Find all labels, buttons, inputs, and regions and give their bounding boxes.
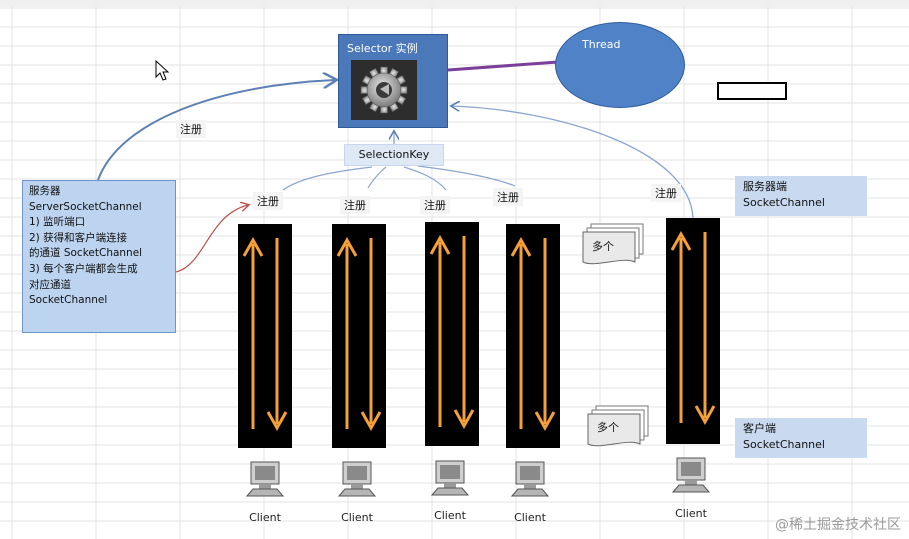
computer-icon-2 [338, 461, 376, 497]
server-line-6: 3) 每个客户端都会生成 [29, 262, 138, 275]
multi-label-bottom: 多个 [597, 421, 619, 434]
register-curve-right [452, 106, 694, 219]
multi-label-top: 多个 [592, 240, 614, 253]
server-line-7: 对应通道 [29, 278, 71, 291]
selected-cell[interactable] [717, 82, 787, 100]
computer-icon-4 [511, 461, 549, 497]
computer-icon-1 [246, 461, 284, 497]
channel-3 [425, 222, 479, 446]
server-line-4: 2) 获得和客户端连接 [29, 231, 128, 244]
server-line-5: 的通道 SocketChannel [29, 247, 143, 260]
multi-docs-icon-bottom [587, 405, 649, 447]
client-side-label: 客户端 SocketChannel [735, 418, 867, 458]
register-label-4: 注册 [493, 188, 523, 206]
watermark: @稀土掘金技术社区 [775, 517, 901, 533]
gear-icon [360, 66, 408, 114]
thread-ellipse: Thread [555, 22, 685, 108]
cursor-arrow-icon [155, 60, 170, 81]
selector-thread-link [447, 60, 559, 72]
server-line-2: ServerSocketChannel [29, 200, 142, 213]
channel-1 [238, 224, 292, 448]
selector-title: Selector 实例 [347, 42, 418, 55]
multi-docs-icon-top [582, 223, 644, 265]
thread-label: Thread [582, 38, 621, 51]
computer-icon-3 [431, 460, 469, 496]
server-line-1: 服务器 [29, 185, 61, 197]
register-label-1: 注册 [253, 192, 283, 210]
client-side-line1: 客户端 [743, 422, 776, 435]
register-label-5: 注册 [651, 184, 681, 202]
server-description-box: 服务器 ServerSocketChannel 1) 监听端口 2) 获得和客户… [22, 180, 176, 333]
register-label-2: 注册 [340, 196, 370, 214]
server-side-line2: SocketChannel [743, 196, 825, 209]
channel-2 [332, 224, 386, 448]
client-side-line2: SocketChannel [743, 438, 825, 451]
server-line-3: 1) 监听端口 [29, 216, 86, 229]
client-label-2: Client [341, 511, 373, 524]
server-line-8: SocketChannel [29, 294, 108, 307]
server-side-line1: 服务器端 [743, 180, 787, 193]
register-label-server: 注册 [176, 120, 206, 138]
client-label-5: Client [675, 507, 707, 520]
channel-5 [666, 218, 720, 444]
register-label-3: 注册 [420, 196, 450, 214]
gear-icon-frame [351, 60, 417, 120]
client-label-1: Client [249, 511, 281, 524]
register-curve-red [175, 205, 248, 273]
register-curve-server [97, 80, 335, 181]
channel-4 [506, 224, 560, 448]
selection-key-box: SelectionKey [344, 144, 444, 166]
computer-icon-5 [672, 457, 710, 493]
client-label-4: Client [514, 511, 546, 524]
selector-box: Selector 实例 [338, 34, 448, 128]
client-label-3: Client [434, 509, 466, 522]
server-side-label: 服务器端 SocketChannel [735, 176, 867, 216]
